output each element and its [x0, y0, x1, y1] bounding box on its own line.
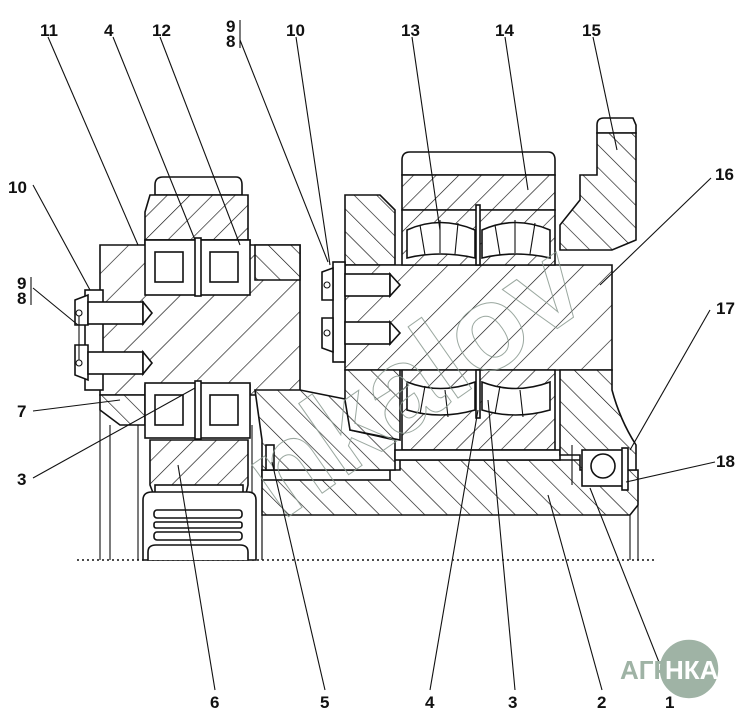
- part-upper-gear: [144, 176, 249, 241]
- callouts-bottom: 6 5 4 3 2 1: [210, 693, 674, 712]
- callout-12: 12: [152, 21, 171, 40]
- callout-9-left: 9: [17, 274, 26, 293]
- callouts-left: 10 9 8 7 3: [8, 178, 32, 489]
- callout-13: 13: [401, 21, 420, 40]
- callout-3-bottom: 3: [508, 693, 517, 712]
- right-bolts: [321, 261, 402, 363]
- callout-9-top: 9: [226, 17, 235, 36]
- part-1-ball-bearing: [571, 445, 629, 491]
- callout-17: 17: [716, 299, 735, 318]
- part-14-gear: [401, 151, 556, 211]
- agronka-logo: АГРО НКА: [620, 638, 720, 700]
- callouts-top: 11 4 12 9 8 10 13 14 15: [40, 17, 601, 51]
- part-12-needle-bearings: [144, 237, 251, 440]
- logo-circle: [658, 638, 720, 700]
- callout-6: 6: [210, 693, 219, 712]
- callout-4-bottom: 4: [425, 693, 435, 712]
- part-6-gear: [142, 439, 257, 561]
- callout-15: 15: [582, 21, 601, 40]
- left-bolts: [74, 289, 154, 391]
- callout-18: 18: [716, 452, 735, 471]
- part-15-flange: [559, 117, 637, 471]
- logo-text-left: АГРО: [620, 655, 691, 685]
- logo-text-right: НКА: [665, 655, 719, 685]
- callout-8-top: 8: [226, 32, 235, 51]
- callout-7: 7: [17, 402, 26, 421]
- callout-10-top: 10: [286, 21, 305, 40]
- part-middle-carrier: [254, 194, 396, 471]
- part-13-roller-bearings-upper: [401, 204, 556, 266]
- callout-10-left: 10: [8, 178, 27, 197]
- callout-8-left: 8: [17, 289, 26, 308]
- part-roller-bearings-lower: [394, 369, 561, 461]
- callout-14: 14: [495, 21, 514, 40]
- callout-5: 5: [320, 693, 329, 712]
- callout-2: 2: [597, 693, 606, 712]
- callout-16: 16: [715, 165, 734, 184]
- callout-4-top: 4: [104, 21, 114, 40]
- leader-lines: [32, 36, 716, 691]
- callouts-right: 16 17 18: [715, 165, 735, 471]
- callout-11: 11: [40, 21, 58, 40]
- callout-1: 1: [665, 693, 674, 712]
- part-16-shaft: [344, 264, 613, 441]
- callout-3-left: 3: [17, 470, 26, 489]
